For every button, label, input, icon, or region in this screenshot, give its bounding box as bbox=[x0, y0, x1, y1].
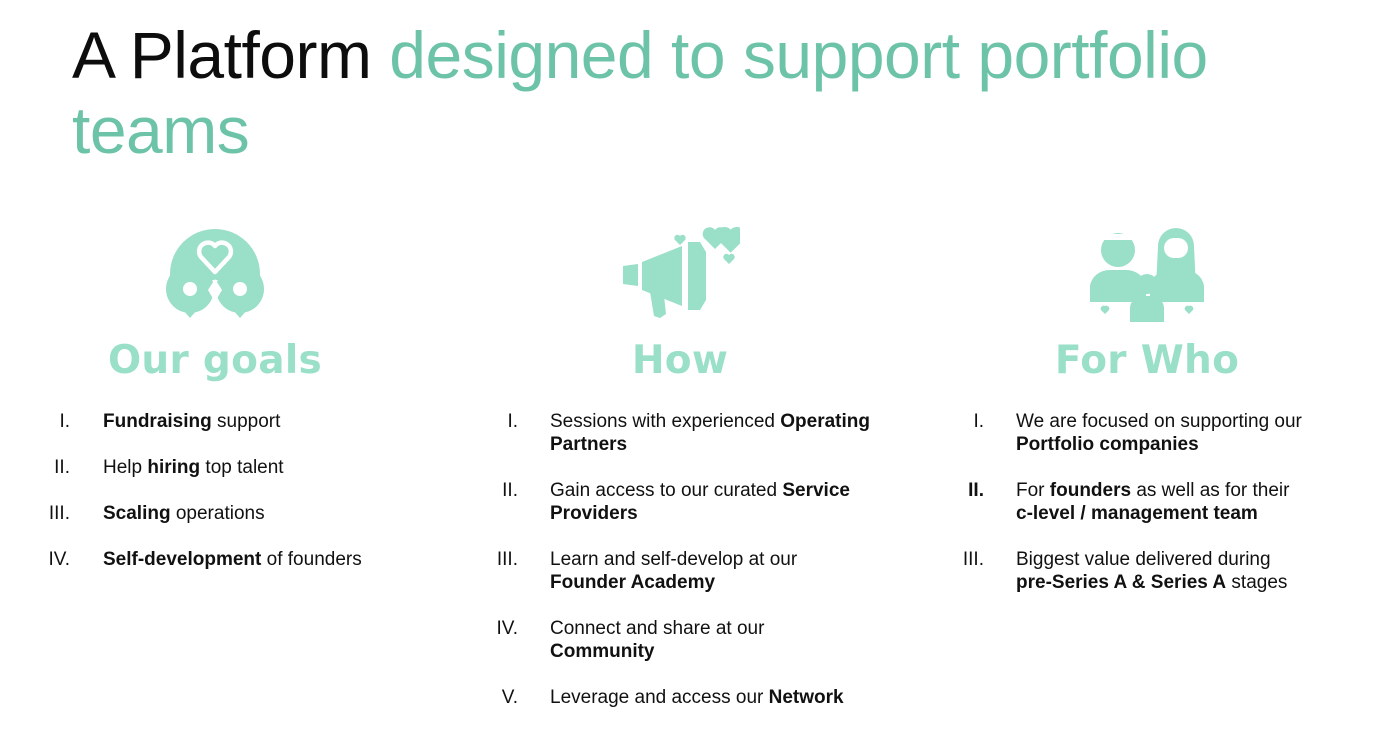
heart-locations-icon bbox=[160, 224, 270, 322]
text: For bbox=[1016, 480, 1050, 501]
list-item-number: III. bbox=[962, 549, 984, 570]
title-dark-part: A Platform bbox=[72, 18, 372, 92]
bold-text: Partners bbox=[550, 434, 628, 455]
text: of founders bbox=[261, 549, 362, 570]
bold-text: Founder Academy bbox=[550, 572, 716, 593]
text: We are focused on supporting our bbox=[1016, 411, 1302, 432]
bold-text: Scaling bbox=[103, 503, 171, 524]
list-item-text: Self-development of founders bbox=[103, 548, 362, 571]
list-item-number: IV. bbox=[496, 618, 519, 639]
list-item-text: Fundraising support bbox=[103, 410, 280, 433]
list-item-number: III. bbox=[48, 503, 70, 524]
heading-our-goals: Our goals bbox=[107, 338, 323, 383]
bold-text: founders bbox=[1049, 480, 1132, 501]
list-item-text: Help hiring top talent bbox=[103, 456, 284, 479]
list-item-number: III. bbox=[496, 549, 518, 570]
bold-text: Self-development bbox=[103, 549, 262, 570]
text: stages bbox=[1226, 572, 1288, 593]
text: Leverage and access our bbox=[550, 687, 769, 708]
bold-text: hiring bbox=[147, 457, 201, 478]
text: Connect and share at our bbox=[550, 618, 765, 639]
text: Learn and self-develop at our bbox=[550, 549, 798, 570]
text: Gain access to our curated bbox=[550, 480, 783, 501]
list-item-text: Leverage and access our Network bbox=[550, 686, 844, 709]
text: support bbox=[211, 411, 281, 432]
heading-for-who: For Who bbox=[1054, 338, 1240, 383]
list-item-number: IV. bbox=[48, 549, 71, 570]
bold-text: Network bbox=[768, 687, 844, 708]
text: Biggest value delivered during bbox=[1016, 549, 1271, 570]
bold-text: Portfolio companies bbox=[1016, 434, 1199, 455]
list-item-number: I. bbox=[973, 411, 984, 432]
list-item-number: II. bbox=[968, 480, 984, 501]
megaphone-hearts-icon bbox=[620, 224, 740, 322]
bold-text: Community bbox=[550, 641, 655, 662]
bold-text: pre-Series A & Series A bbox=[1016, 572, 1227, 593]
list-item-number: I. bbox=[507, 411, 518, 432]
title-accent-part: designed to support portfolio teams bbox=[72, 18, 1208, 167]
bold-text: c-level / management team bbox=[1016, 503, 1258, 524]
list-item-number: II. bbox=[502, 480, 518, 501]
list-item-text: Scaling operations bbox=[103, 502, 265, 525]
text: Sessions with experienced bbox=[550, 411, 781, 432]
text: top talent bbox=[200, 457, 284, 478]
text: Help bbox=[103, 457, 148, 478]
list-item-number: I. bbox=[59, 411, 70, 432]
page-title: A Platform designed to support portfolio… bbox=[72, 18, 1332, 168]
bold-text: Providers bbox=[550, 503, 638, 524]
heading-how: How bbox=[631, 338, 729, 383]
bold-text: Service bbox=[782, 480, 850, 501]
list-item-number: V. bbox=[501, 687, 518, 708]
bold-text: Operating bbox=[780, 411, 870, 432]
bold-text: Fundraising bbox=[103, 411, 212, 432]
text: operations bbox=[170, 503, 265, 524]
family-icon bbox=[1088, 228, 1208, 322]
list-item-number: II. bbox=[54, 457, 70, 478]
text: as well as for their bbox=[1131, 480, 1290, 501]
